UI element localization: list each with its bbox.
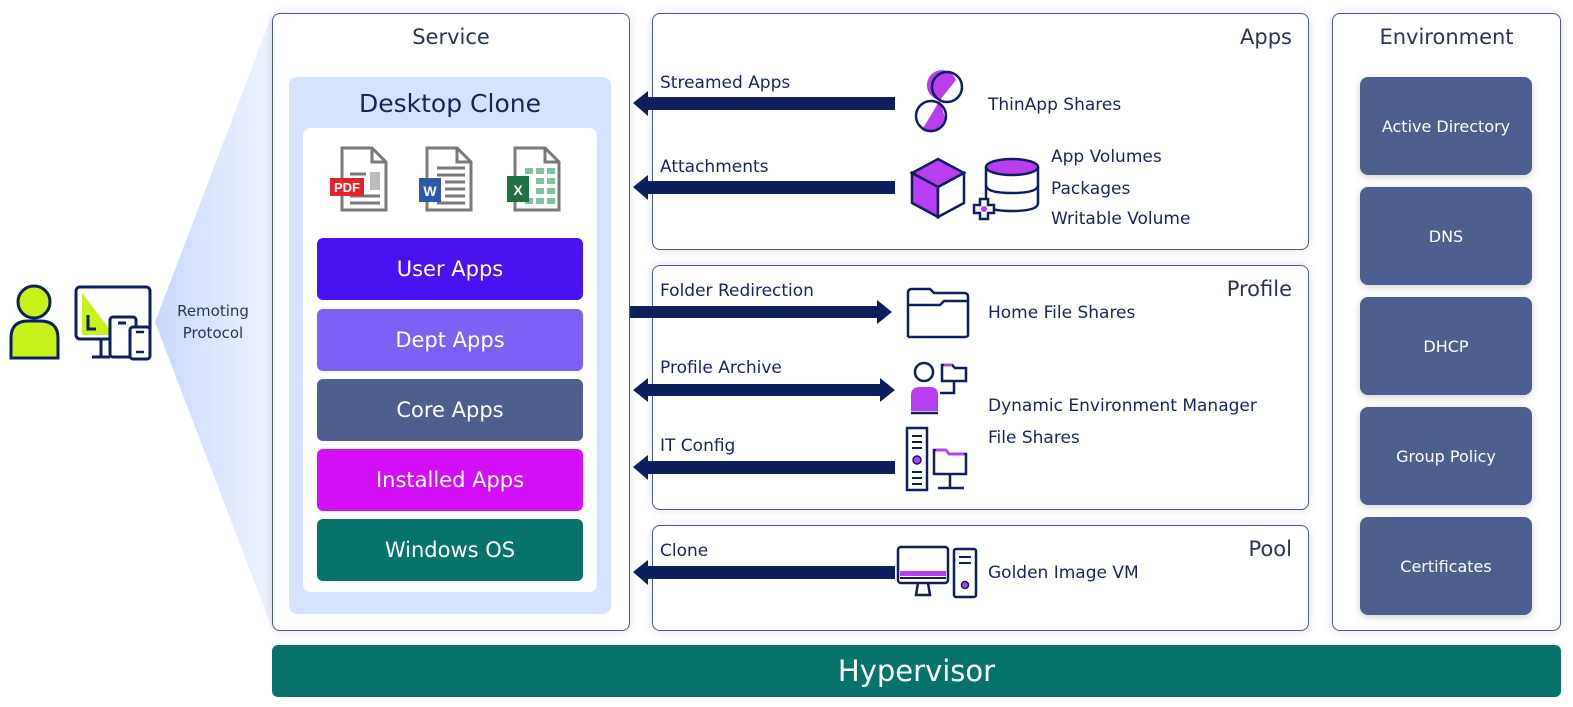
remoting-line-1: Remoting [177,302,249,320]
folder-icon [906,287,970,339]
service-title: Service [412,25,490,49]
target-writable-volume: Writable Volume [1051,209,1191,229]
svg-text:X: X [513,182,523,198]
env-dhcp[interactable]: DHCP [1360,297,1532,395]
env-active-directory[interactable]: Active Directory [1360,77,1532,175]
layer-installed-apps[interactable]: Installed Apps [317,449,583,511]
devices-icon [74,285,152,361]
layer-core-apps[interactable]: Core Apps [317,379,583,441]
user-icon [9,284,60,360]
profile-title: Profile [1226,277,1292,301]
app-volumes-icon [909,157,1040,221]
layer-user-apps[interactable]: User Apps [317,238,583,300]
environment-title: Environment [1379,25,1514,49]
remoting-line-2: Protocol [182,324,244,342]
layer-windows-os[interactable]: Windows OS [317,519,583,581]
flow-label-folder-redirection: Folder Redirection [660,281,814,301]
layer-dept-apps[interactable]: Dept Apps [317,309,583,371]
user-folder-icon [911,361,968,415]
env-certificates[interactable]: Certificates [1360,517,1532,615]
flow-label-clone: Clone [660,541,709,561]
flow-label-profile-archive: Profile Archive [660,358,782,378]
svg-text:PDF: PDF [334,180,360,195]
profile-panel: Profile [652,265,1309,510]
target-golden-image-vm: Golden Image VM [988,563,1139,583]
pdf-file-icon: PDF [330,146,388,212]
thinapp-icon [914,70,964,133]
target-thinapp-shares: ThinApp Shares [988,95,1122,115]
flow-label-it-config: IT Config [660,436,736,456]
golden-image-vm-icon [896,545,978,599]
target-home-file-shares: Home File Shares [988,303,1136,323]
target-packages: Packages [1051,179,1131,199]
server-folder-icon [905,426,968,492]
hypervisor-bar[interactable]: Hypervisor [272,645,1561,697]
word-file-icon: W [419,146,473,212]
desktop-clone-contents: PDF W X User Apps De [303,128,597,592]
env-dns[interactable]: DNS [1360,187,1532,285]
env-group-policy[interactable]: Group Policy [1360,407,1532,505]
flow-label-streamed-apps: Streamed Apps [660,73,791,93]
flow-label-attachments: Attachments [660,157,769,177]
svg-text:W: W [423,183,437,199]
pool-title: Pool [1248,537,1292,561]
environment-panel: Environment Active Directory DNS DHCP Gr… [1332,13,1561,631]
target-app-volumes: App Volumes [1051,147,1162,167]
remoting-protocol-label: Remoting Protocol [170,300,256,344]
target-dynamic-environment-manager: Dynamic Environment Manager [988,396,1257,416]
apps-title: Apps [1240,25,1292,49]
target-file-shares: File Shares [988,428,1080,448]
excel-file-icon: X [507,146,561,212]
desktop-clone: Desktop Clone PDF W [289,77,611,614]
desktop-clone-title: Desktop Clone [359,89,541,118]
